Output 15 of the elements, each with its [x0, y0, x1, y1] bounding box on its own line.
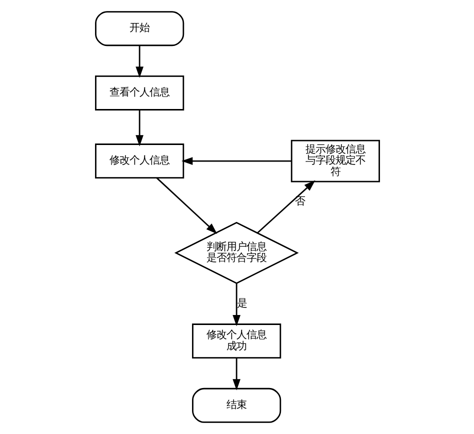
node-box: 修改个人信息成功: [192, 324, 281, 359]
node-box: 查看个人信息: [94, 75, 184, 110]
node-box: 提示修改信息与字段规定不符: [290, 140, 380, 182]
arrow: [135, 110, 143, 146]
node-box: 结束: [192, 388, 281, 423]
node-box: 开始: [94, 11, 184, 46]
edge-label: 是: [236, 297, 247, 310]
edge-label: 否: [294, 196, 304, 208]
arrow: [135, 46, 143, 78]
arrow: [232, 358, 240, 390]
arrow: [156, 178, 217, 234]
node-box: 修改个人信息: [94, 144, 184, 179]
arrow: [180, 157, 292, 165]
arrow: [256, 180, 315, 234]
arrow: [232, 283, 240, 326]
